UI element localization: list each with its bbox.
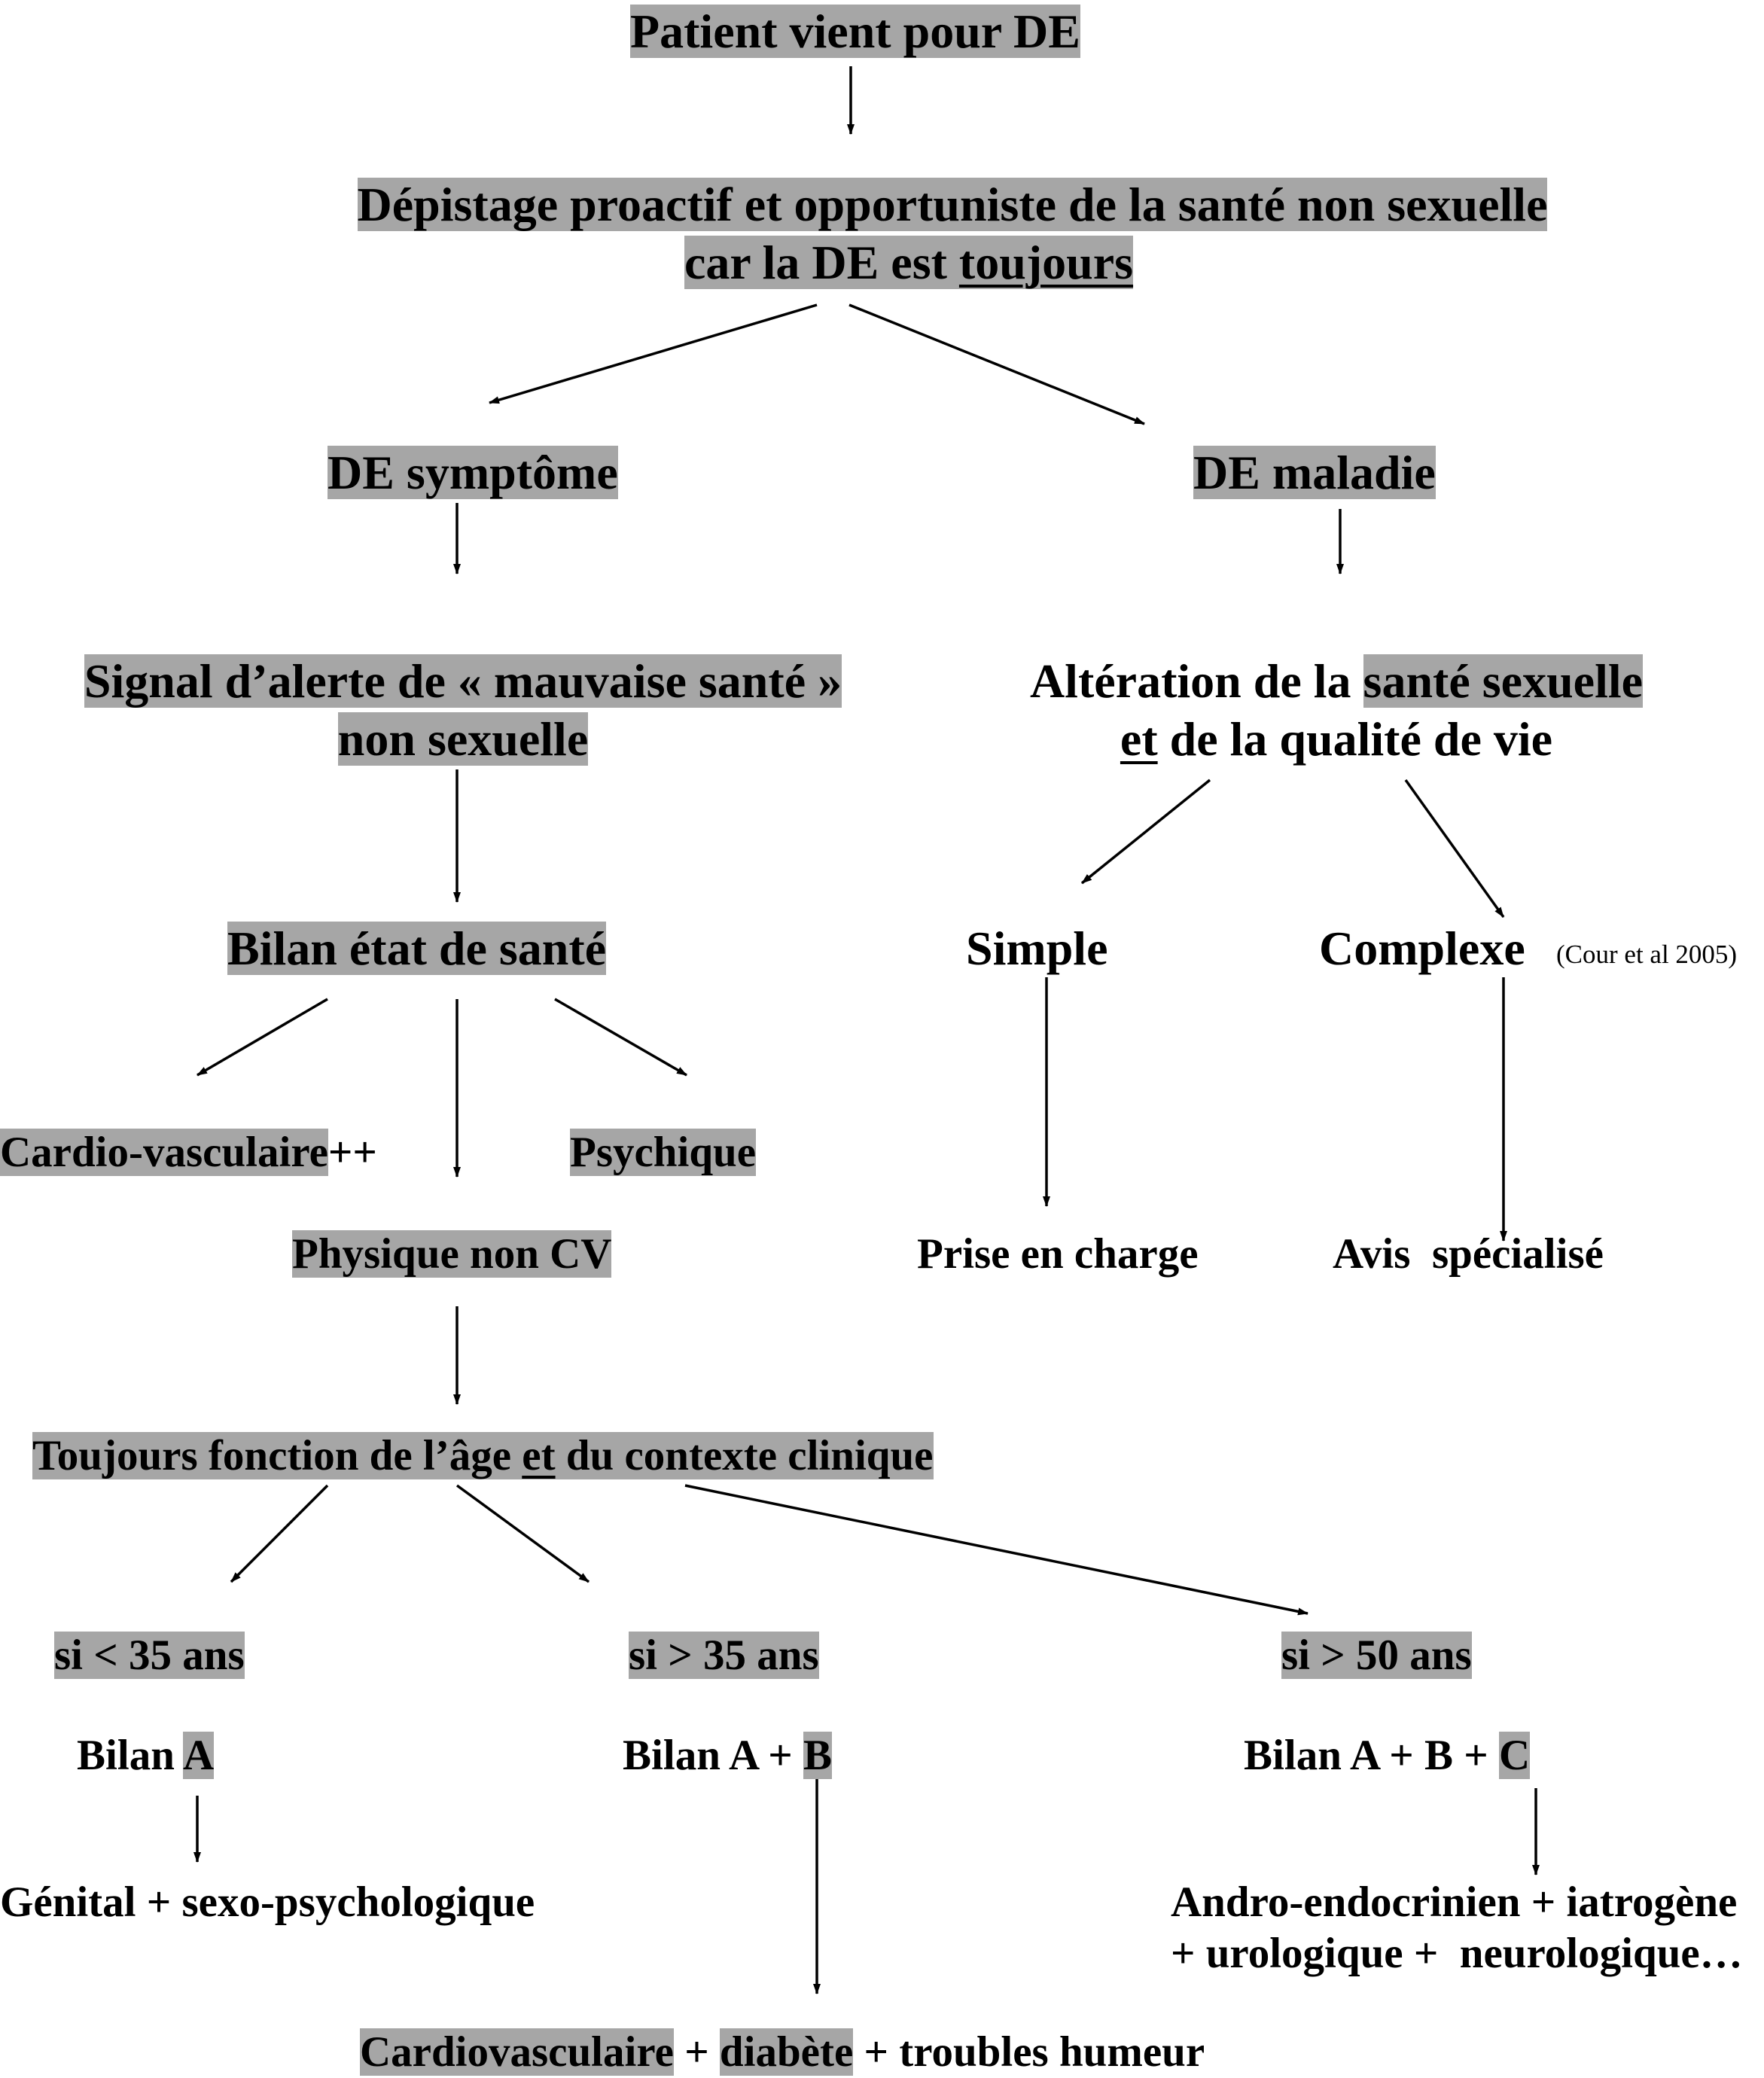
node-bottom-diabete: diabète xyxy=(719,2028,854,2076)
node-alteration-highlight: santé sexuelle xyxy=(1363,654,1644,708)
node-de-symptome: DE symptôme xyxy=(328,444,618,502)
node-signal-line2-text: non sexuelle xyxy=(337,711,589,766)
node-psychique-label: Psychique xyxy=(570,1129,757,1176)
node-alteration-emphasis: et xyxy=(1120,711,1158,766)
arrow-alteration-to-complexe xyxy=(1404,778,1505,919)
node-depistage-line2: car la DE est toujours xyxy=(234,234,1583,292)
node-complexe: Complexe xyxy=(1319,920,1525,978)
node-de-maladie-label: DE maladie xyxy=(1193,446,1436,499)
node-prise-en-charge: Prise en charge xyxy=(917,1229,1199,1280)
node-bottom-cardiovasculaire: Cardiovasculaire xyxy=(360,2028,674,2076)
node-age-lt35-label: si < 35 ans xyxy=(54,1632,245,1679)
node-signal-line1-text: Signal d’alerte de « mauvaise santé » xyxy=(84,654,842,708)
node-toujours-rest: du contexte clinique xyxy=(555,1432,934,1479)
node-bilan-ab-highlight: B xyxy=(803,1732,833,1779)
arrow-depistage-to-maladie xyxy=(848,303,1145,425)
node-age-gt50: si > 50 ans xyxy=(1281,1630,1472,1681)
node-bottom-rest: + troubles humeur xyxy=(853,2028,1205,2076)
node-bilan-ab-prefix: Bilan A + xyxy=(623,1732,803,1779)
node-depistage-line2-prefix: car la DE est xyxy=(684,235,959,289)
node-de-maladie: DE maladie xyxy=(1193,444,1436,502)
node-bottom-conditions: Cardiovasculaire + diabète + troubles hu… xyxy=(360,2027,1205,2078)
node-andro-line2: + urologique + neurologique… xyxy=(1171,1930,1743,1978)
citation-text: (Cour et al 2005) xyxy=(1556,940,1738,969)
citation-cour-2005: (Cour et al 2005) xyxy=(1556,939,1737,970)
node-alteration: Altération de la santé sexuelle et de la… xyxy=(1005,653,1668,769)
arrow-depistage-to-symptome xyxy=(489,303,818,404)
node-simple: Simple xyxy=(966,920,1107,978)
node-prise-en-charge-label: Prise en charge xyxy=(917,1230,1199,1278)
node-bilan-abc-prefix: Bilan A + B + xyxy=(1244,1732,1499,1779)
node-de-symptome-label: DE symptôme xyxy=(328,446,618,499)
node-alteration-rest: de la qualité de vie xyxy=(1157,711,1553,766)
node-genital-label: Génital + sexo-psychologique xyxy=(0,1878,535,1926)
node-psychique: Psychique xyxy=(570,1127,757,1178)
node-cardio-vasculaire-label: Cardio-vasculaire xyxy=(0,1129,328,1176)
arrow-toujours-to-gt35 xyxy=(455,1484,590,1583)
node-andro-endocrinien: Andro-endocrinien + iatrogène + urologiq… xyxy=(1171,1877,1743,1980)
node-depistage-line2-box: car la DE est toujours xyxy=(684,235,1134,289)
node-physique-non-cv: Physique non CV xyxy=(292,1229,612,1280)
node-age-gt35-label: si > 35 ans xyxy=(629,1632,819,1679)
node-signal-alerte: Signal d’alerte de « mauvaise santé » no… xyxy=(64,653,862,769)
node-avis-specialise-label: Avis spécialisé xyxy=(1333,1230,1604,1278)
node-toujours-emphasis: et xyxy=(522,1432,556,1479)
node-cardio-vasculaire: Cardio-vasculaire++ xyxy=(0,1127,377,1178)
node-complexe-label: Complexe xyxy=(1319,922,1525,975)
arrow-alteration-to-simple xyxy=(1080,778,1211,885)
arrow-bilan-to-psychique xyxy=(554,998,687,1077)
node-alteration-prefix: Altération de la xyxy=(1029,654,1363,708)
arrow-toujours-to-lt35 xyxy=(230,1484,329,1583)
node-toujours-fonction: Toujours fonction de l’âge et du context… xyxy=(32,1431,934,1482)
node-andro-line1: Andro-endocrinien + iatrogène xyxy=(1171,1878,1738,1926)
node-depistage-line1-text: Dépistage proactif et opportuniste de la… xyxy=(357,178,1548,231)
node-bilan-abc: Bilan A + B + C xyxy=(1244,1730,1531,1781)
node-patient-vient: Patient vient pour DE xyxy=(630,3,1080,61)
node-bilan-a-prefix: Bilan xyxy=(77,1732,183,1779)
node-bilan-a: Bilan A xyxy=(77,1730,215,1781)
node-bilan-ab: Bilan A + B xyxy=(623,1730,833,1781)
node-simple-label: Simple xyxy=(966,922,1108,975)
node-genital: Génital + sexo-psychologique xyxy=(0,1877,535,1928)
node-age-lt35: si < 35 ans xyxy=(54,1630,245,1681)
node-depistage-line1: Dépistage proactif et opportuniste de la… xyxy=(321,176,1583,234)
node-patient-vient-label: Patient vient pour DE xyxy=(630,5,1080,58)
node-physique-non-cv-label: Physique non CV xyxy=(292,1230,612,1278)
node-toujours-prefix: Toujours fonction de l’âge xyxy=(32,1432,522,1479)
node-avis-specialise: Avis spécialisé xyxy=(1333,1229,1604,1280)
node-bottom-plus: + xyxy=(673,2028,720,2076)
node-signal-line1: Signal d’alerte de « mauvaise santé » xyxy=(64,653,862,711)
node-depistage: Dépistage proactif et opportuniste de la… xyxy=(321,176,1583,292)
node-age-gt35: si > 35 ans xyxy=(629,1630,819,1681)
node-toujours-box: Toujours fonction de l’âge et du context… xyxy=(32,1432,934,1479)
arrow-toujours-to-gt50 xyxy=(684,1484,1309,1616)
node-bilan-a-highlight: A xyxy=(183,1732,215,1779)
node-cardio-vasculaire-suffix: ++ xyxy=(328,1129,377,1176)
arrow-bilan-to-cardio xyxy=(197,998,328,1077)
node-bilan-etat-sante-label: Bilan état de santé xyxy=(227,922,607,975)
node-alteration-line2: et de la qualité de vie xyxy=(1005,711,1668,769)
node-bilan-abc-highlight: C xyxy=(1499,1732,1531,1779)
node-depistage-line2-emphasis: toujours xyxy=(958,235,1134,289)
node-alteration-line1: Altération de la santé sexuelle xyxy=(1005,653,1668,711)
node-signal-line2: non sexuelle xyxy=(64,711,862,769)
node-age-gt50-label: si > 50 ans xyxy=(1281,1632,1472,1679)
node-bilan-etat-sante: Bilan état de santé xyxy=(227,920,607,978)
